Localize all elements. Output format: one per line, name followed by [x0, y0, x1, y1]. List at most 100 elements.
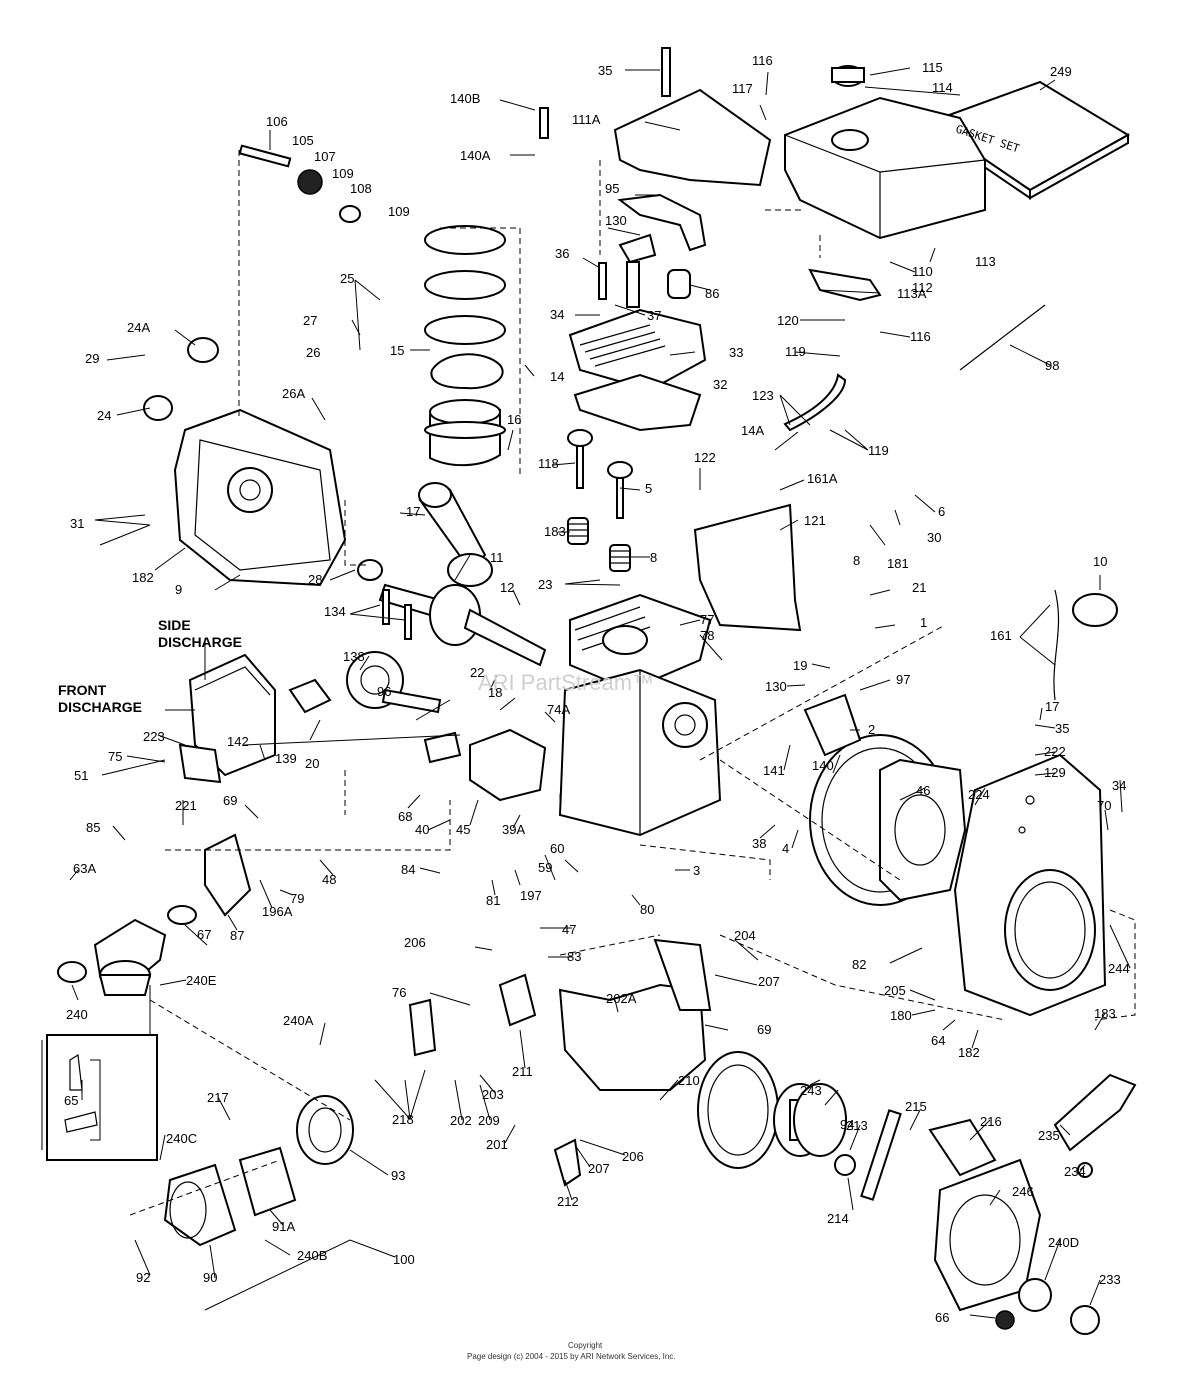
callout-8: 8	[650, 550, 657, 565]
callout-19: 19	[793, 658, 807, 673]
callout-120: 120	[777, 313, 799, 328]
callout-216: 216	[980, 1114, 1002, 1129]
callout-116: 116	[910, 329, 931, 344]
fuel-line	[1053, 589, 1060, 701]
callout-65: 65	[64, 1093, 78, 1108]
callout-210: 210	[678, 1073, 700, 1088]
part-66	[995, 1310, 1015, 1330]
callout-8: 8	[853, 553, 860, 568]
engine-block	[558, 593, 722, 837]
callout-240a: 240A	[283, 1013, 314, 1028]
callout-3: 3	[693, 863, 700, 878]
gasket-87	[167, 905, 197, 925]
callout-113a: 113A	[897, 286, 927, 301]
callout-45: 45	[456, 822, 470, 837]
callout-10: 10	[1093, 554, 1107, 569]
muffler-gasket	[288, 678, 332, 714]
callout-80: 80	[640, 902, 654, 917]
callout-121: 121	[804, 513, 826, 528]
callout-90: 90	[203, 1270, 217, 1285]
callout-17: 17	[406, 504, 420, 519]
callout-207: 207	[758, 974, 780, 989]
callout-119: 119	[868, 443, 889, 458]
callout-68: 68	[398, 809, 412, 824]
callout-78: 78	[700, 628, 714, 643]
callout-69: 69	[223, 793, 237, 808]
callout-112: 112	[912, 280, 933, 295]
callout-140: 140	[812, 758, 834, 773]
callout-244: 244	[1108, 961, 1130, 976]
callout-118: 118	[538, 456, 559, 471]
callout-221: 221	[175, 798, 197, 813]
callout-85: 85	[86, 820, 100, 835]
callout-64: 64	[931, 1033, 945, 1048]
callout-2: 2	[868, 722, 875, 737]
callout-235: 235	[1038, 1128, 1060, 1143]
assembly-lines	[129, 150, 1136, 1216]
callout-196a: 196A	[262, 904, 293, 919]
callout-76: 76	[392, 985, 406, 1000]
part-214	[834, 1154, 856, 1176]
callout-240e: 240E	[186, 973, 217, 988]
callout-207: 207	[588, 1161, 610, 1176]
callout-26a: 26A	[282, 386, 305, 401]
callout-111a: 111A	[572, 112, 601, 127]
callout-75: 75	[108, 749, 122, 764]
callout-20: 20	[305, 756, 319, 771]
callout-96: 96	[377, 684, 391, 699]
callout-211: 211	[512, 1064, 533, 1079]
callout-33: 33	[729, 345, 743, 360]
callout-92: 92	[136, 1270, 150, 1285]
callout-139: 139	[275, 751, 297, 766]
callout-24: 24	[97, 408, 111, 423]
callout-66: 66	[935, 1310, 949, 1325]
callout-212: 212	[557, 1194, 579, 1209]
callout-117: 117	[732, 81, 753, 96]
cylinder-head	[568, 308, 707, 432]
callout-130: 130	[765, 679, 787, 694]
callout-202a: 202A	[606, 991, 637, 1006]
callout-4: 4	[782, 841, 789, 856]
callout-180: 180	[890, 1008, 912, 1023]
callout-142: 142	[227, 734, 249, 749]
callout-181: 181	[887, 556, 909, 571]
part-108	[339, 205, 361, 223]
callout-25: 25	[340, 271, 354, 286]
callout-35: 35	[598, 63, 612, 78]
crankshaft	[378, 583, 547, 667]
callout-34: 34	[1112, 778, 1126, 793]
bolt-140b	[539, 107, 549, 139]
piston	[424, 399, 506, 467]
spark-plug-cap	[618, 233, 657, 264]
callout-224: 224	[968, 787, 990, 802]
watermark: ARI PartStream™	[478, 670, 654, 695]
callout-6: 6	[938, 504, 945, 519]
callout-12: 12	[500, 580, 514, 595]
callout-87: 87	[230, 928, 244, 943]
callout-74a: 74A	[547, 702, 570, 717]
callout-214: 214	[827, 1211, 849, 1226]
callout-183: 183	[544, 524, 566, 539]
control-bracket	[498, 973, 537, 1027]
callout-246: 246	[1012, 1184, 1034, 1199]
seal-24a	[187, 337, 219, 363]
fuel-shutoff	[1072, 593, 1118, 627]
fuel-tank	[784, 65, 986, 240]
callout-37: 37	[647, 308, 661, 323]
part-233	[1070, 1305, 1100, 1335]
callout-94: 94	[840, 1117, 854, 1132]
callout-161a: 161A	[807, 471, 838, 486]
callout-140b: 140B	[450, 91, 480, 106]
callout-114: 114	[932, 80, 953, 95]
camshaft	[381, 688, 442, 714]
callout-14a: 14A	[741, 423, 764, 438]
part-drawings	[46, 47, 1137, 1335]
callout-69: 69	[757, 1022, 771, 1037]
bolt-36	[598, 262, 607, 300]
callout-113: 113	[975, 254, 996, 269]
callout-91a: 91A	[272, 1219, 295, 1234]
callout-243: 243	[800, 1083, 822, 1098]
part-234	[1077, 1162, 1093, 1178]
callout-11: 11	[490, 550, 504, 565]
callout-100: 100	[393, 1252, 415, 1267]
